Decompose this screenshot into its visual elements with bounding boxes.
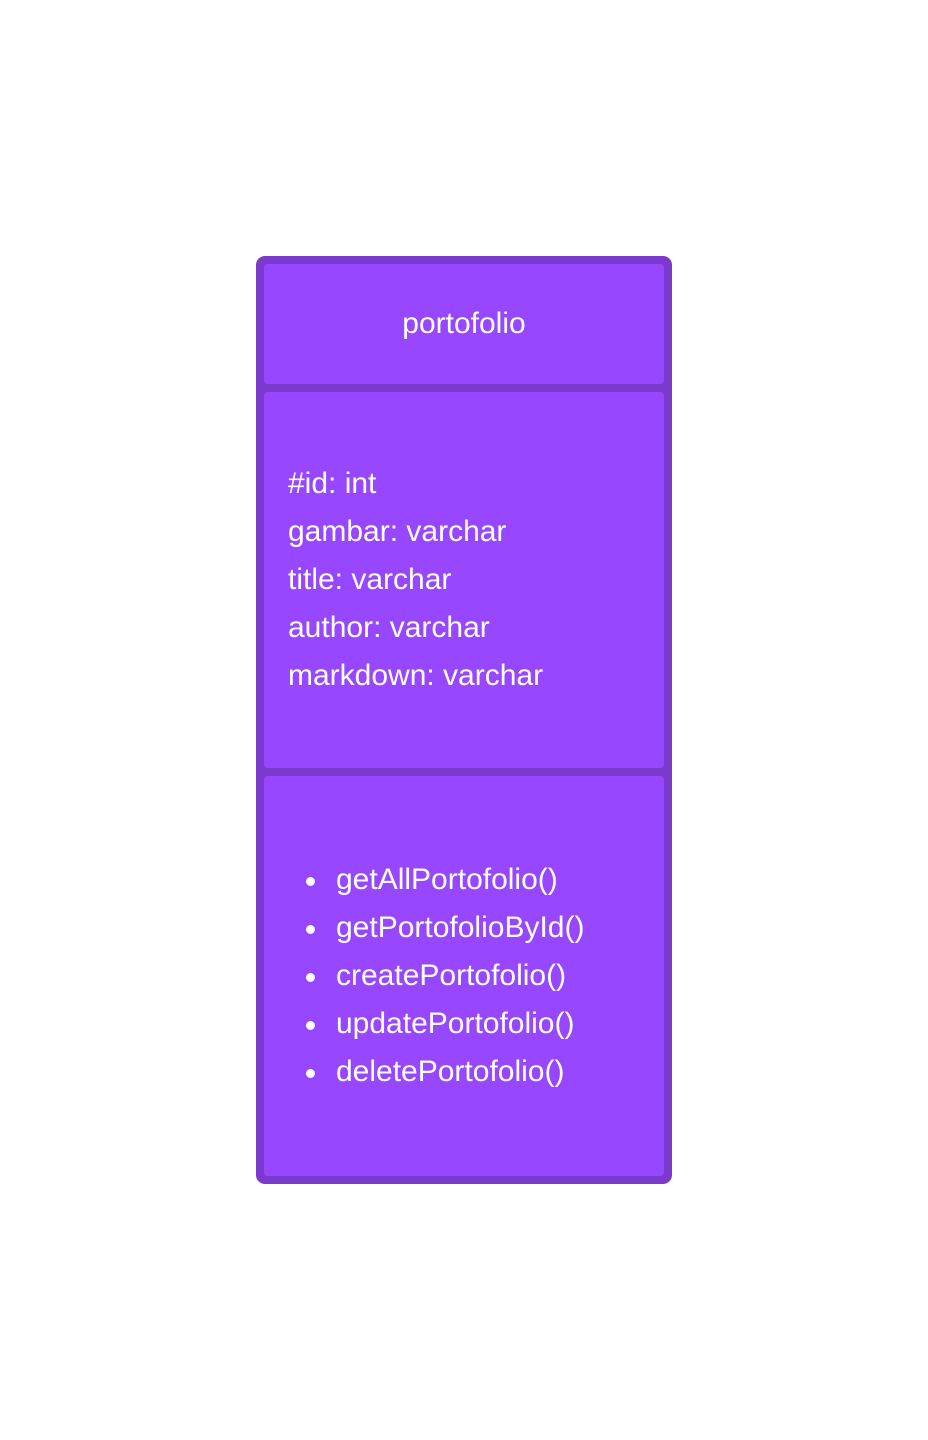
attribute-title: title: varchar [288, 563, 452, 596]
method-create-portofolio: createPortofolio() [306, 952, 664, 1000]
methods-section: getAllPortofolio() getPortofolioById() c… [264, 776, 664, 1176]
methods-list: getAllPortofolio() getPortofolioById() c… [264, 856, 664, 1096]
method-delete-portofolio: deletePortofolio() [306, 1048, 664, 1096]
attributes-section: #id: int gambar: varchar title: varchar … [264, 392, 664, 768]
attribute-author: author: varchar [288, 611, 490, 644]
attribute-id: #id: int [288, 467, 377, 500]
attribute-gambar: gambar: varchar [288, 515, 507, 548]
method-get-all-portofolio: getAllPortofolio() [306, 856, 664, 904]
method-update-portofolio: updatePortofolio() [306, 1000, 664, 1048]
class-name-section: portofolio [264, 264, 664, 384]
uml-class-portofolio: portofolio #id: int gambar: varchar titl… [256, 256, 672, 1184]
method-get-portofolio-by-id: getPortofolioById() [306, 904, 664, 952]
attribute-markdown: markdown: varchar [288, 659, 544, 692]
class-name: portofolio [402, 307, 526, 340]
